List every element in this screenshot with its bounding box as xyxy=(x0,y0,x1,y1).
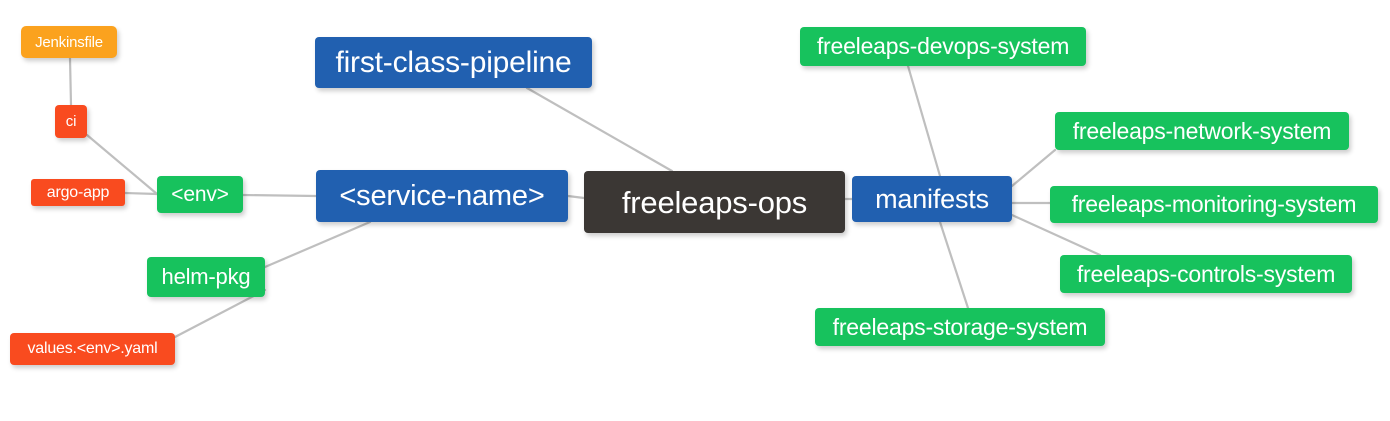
edge-ci-env xyxy=(85,133,159,196)
node-freeleaps-monitoring-system[interactable]: freeleaps-monitoring-system xyxy=(1050,186,1378,223)
node-root-freeleaps-ops[interactable]: freeleaps-ops xyxy=(584,171,845,233)
node-manifests[interactable]: manifests xyxy=(852,176,1012,222)
node-env[interactable]: <env> xyxy=(157,176,243,213)
edge-manifests-devops xyxy=(906,64,942,178)
edge-jenkinsfile-ci xyxy=(68,56,73,107)
node-ci[interactable]: ci xyxy=(55,105,87,138)
node-jenkinsfile[interactable]: Jenkinsfile xyxy=(21,26,117,58)
edge-servicename-root xyxy=(566,194,586,200)
node-freeleaps-storage-system[interactable]: freeleaps-storage-system xyxy=(815,308,1105,346)
edge-env-servicename xyxy=(241,193,318,198)
edge-valuesyaml-helmpkg xyxy=(173,288,267,339)
node-first-class-pipeline[interactable]: first-class-pipeline xyxy=(315,37,592,88)
edge-manifests-storage xyxy=(938,220,970,310)
node-freeleaps-controls-system[interactable]: freeleaps-controls-system xyxy=(1060,255,1352,293)
edge-helmpkg-servicename xyxy=(263,220,372,269)
edge-manifests-controls xyxy=(1010,213,1102,257)
edge-firstclass-root xyxy=(525,86,674,173)
node-argo-app[interactable]: argo-app xyxy=(31,179,125,206)
node-values-env-yaml[interactable]: values.<env>.yaml xyxy=(10,333,175,365)
node-service-name[interactable]: <service-name> xyxy=(316,170,568,222)
edge-manifests-network xyxy=(1010,148,1057,188)
node-helm-pkg[interactable]: helm-pkg xyxy=(147,257,265,297)
node-freeleaps-network-system[interactable]: freeleaps-network-system xyxy=(1055,112,1349,150)
edge-argoapp-env xyxy=(123,191,159,196)
node-freeleaps-devops-system[interactable]: freeleaps-devops-system xyxy=(800,27,1086,66)
